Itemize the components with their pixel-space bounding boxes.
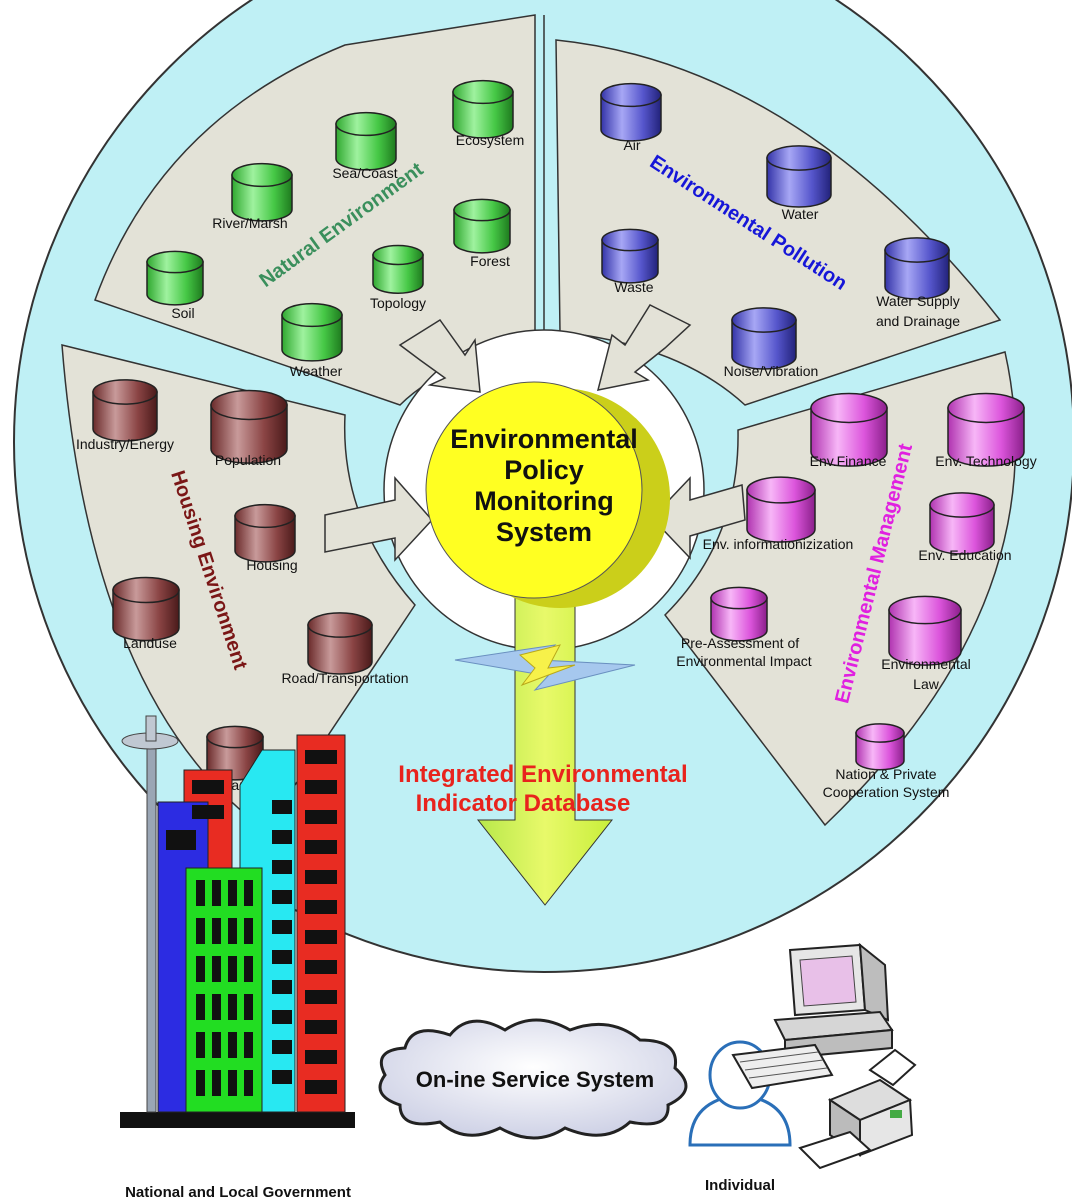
down-arrow [476,579,614,906]
database-cylinder-icon [92,379,158,442]
natural-labels: Ecosystem Sea/Coast River/Marsh Forest S… [171,132,524,379]
label-weather: Weather [290,363,343,379]
database-cylinder-icon [810,392,888,467]
label-env-finance: Env.Finance [810,453,887,469]
database-line1: Integrated Environmental [398,761,687,788]
database-cylinder-icon [335,111,397,171]
center-circle [425,381,643,599]
database-cylinder-icon [452,79,514,139]
database-cylinder-icon [210,389,288,464]
label-soil: Soil [171,305,194,321]
government-buildings-icon [120,715,355,1128]
label-sea-coast: Sea/Coast [332,165,397,181]
label-pre-assessment: Pre-Assessment of [681,635,799,651]
database-line2: Indicator Database [416,790,631,817]
housing-labels: Industry/Energy Population Housing Landu… [76,436,409,793]
label-landuse: Landuse [123,635,177,651]
center-line4: System [496,517,592,547]
label-road-transportation: Road/Transportation [281,670,408,686]
center-line3: Monitoring [474,486,613,516]
database-cylinder-icon [234,503,296,563]
pollution-labels: Air Water Waste Water Supply and Drainag… [614,137,960,379]
label-env-education: Env. Education [918,547,1011,563]
person-icon [688,1040,792,1147]
label-forest: Forest [470,253,510,269]
database-cylinder-icon [947,392,1025,467]
label-population: Population [215,452,281,468]
label-nation-private: Nation & Private [835,766,936,782]
government-caption: National and Local Government [125,1184,351,1200]
management-labels: Env.Finance Env. Technology Env. informa… [676,453,1036,800]
printer-icon [798,1048,917,1170]
arrow-management [650,476,746,560]
inward-arrows [324,304,746,562]
lightning-icon [518,644,576,687]
label-drainage: and Drainage [876,313,960,329]
label-water-supply: Water Supply [876,293,960,309]
database-cylinder-icon [281,302,343,362]
label-env-informationization: Env. informationizization [703,536,854,552]
online-service-label: On-ine Service System [416,1067,654,1092]
database-cylinder-icon [766,145,832,208]
database-cylinder-icon [372,244,424,294]
label-air: Air [623,137,640,153]
database-cylinder-icon [731,307,797,370]
label-waste: Waste [614,279,653,295]
arrow-housing [324,476,434,562]
label-env-technology: Env. Technology [935,453,1036,469]
label-environmental-impact: Environmental Impact [676,653,812,669]
database-cylinder-icon [453,198,511,254]
label-housing: Housing [246,557,297,573]
label-cooperation-system: Cooperation System [823,784,950,800]
database-cylinder-icon [929,492,995,555]
database-cylinder-icon [888,595,962,666]
database-cylinder-icon [307,612,373,675]
arrow-natural [398,318,481,393]
label-noise-vibration: Noise/Vibration [724,363,819,379]
cloud-icon [378,1018,688,1140]
database-cylinder-icon [746,476,816,543]
computer-icon [731,942,894,1090]
center-line1: Environmental [450,424,638,454]
label-law: Law [913,676,940,692]
database-cylinder-icon [231,162,293,222]
label-industry-energy: Industry/Energy [76,436,174,452]
database-cylinder-icon [112,576,180,642]
database-cylinder-icon [601,228,659,284]
label-ecosystem: Ecosystem [456,132,524,148]
label-river-marsh: River/Marsh [212,215,287,231]
arrow-pollution [596,304,692,391]
database-cylinder-icon [146,250,204,306]
database-cylinders [92,79,1025,781]
label-topology: Topology [370,295,426,311]
database-cylinder-icon [600,82,662,142]
individual-caption: Individual [705,1177,775,1194]
label-water: Water [782,206,819,222]
database-cylinder-icon [884,237,950,300]
label-environmental: Environmental [881,656,971,672]
database-cylinder-icon [855,723,905,771]
database-cylinder-icon [710,586,768,642]
center-line2: Policy [504,455,584,485]
